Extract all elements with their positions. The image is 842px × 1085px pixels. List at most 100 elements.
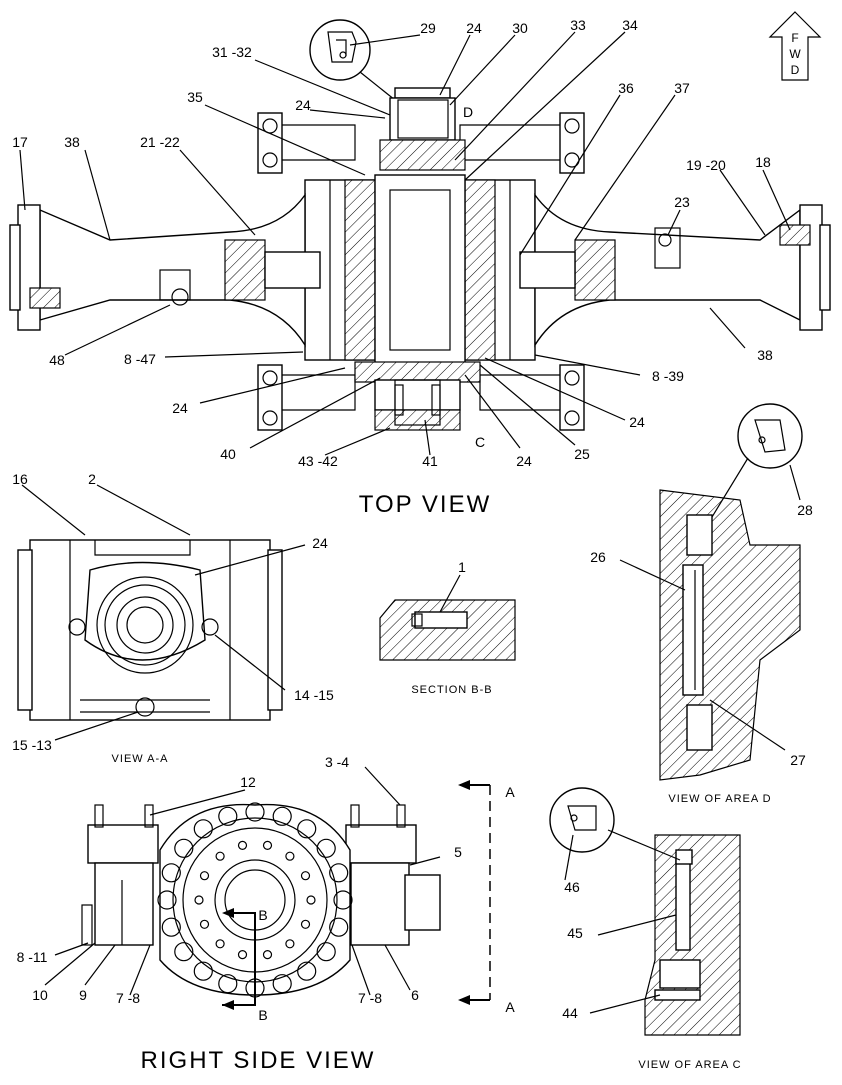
callout-41: 41 xyxy=(422,453,438,469)
callout-12: 12 xyxy=(240,774,256,790)
bolt-hole xyxy=(272,974,292,994)
detail-circle-area-c xyxy=(549,787,615,853)
callout-48: 48 xyxy=(49,352,65,368)
callout-14-15: 14 -15 xyxy=(294,687,334,703)
callout-16: 16 xyxy=(12,471,28,487)
callout-24-top: 24 xyxy=(466,20,482,36)
marker-b-top: B xyxy=(258,907,267,923)
bolt-hole xyxy=(262,949,273,960)
callout-25: 25 xyxy=(574,446,590,462)
callout-15-13: 15 -13 xyxy=(12,737,52,753)
bolt-hole xyxy=(245,802,265,822)
callout-37: 37 xyxy=(674,80,690,96)
bolt-hole xyxy=(316,942,336,962)
callout-38-left: 38 xyxy=(64,134,80,150)
callout-35: 35 xyxy=(187,89,203,105)
callout-24-view-aa: 24 xyxy=(312,535,328,551)
bolt-hole xyxy=(285,939,295,949)
marker-c: C xyxy=(475,434,485,450)
callout-18: 18 xyxy=(755,154,771,170)
bolt-hole xyxy=(285,851,295,861)
callout-19-20: 19 -20 xyxy=(686,157,726,173)
bolt-hole xyxy=(218,974,238,994)
bolt-hole xyxy=(161,863,181,883)
callout-2: 2 xyxy=(88,471,96,487)
marker-d: D xyxy=(463,104,473,120)
bolt-hole xyxy=(215,851,225,861)
callout-3-4: 3 -4 xyxy=(325,754,349,770)
bolt-hole xyxy=(272,806,292,826)
bolt-hole xyxy=(199,919,210,929)
callout-33: 33 xyxy=(570,17,586,33)
bolt-hole xyxy=(237,949,248,960)
bolt-hole xyxy=(316,838,336,858)
bolt-hole xyxy=(215,939,225,949)
callout-24-bottom: 24 xyxy=(516,453,532,469)
callout-24-lower-right: 24 xyxy=(629,414,645,430)
callout-38-right: 38 xyxy=(757,347,773,363)
detail-circle-area-d xyxy=(737,403,803,469)
callout-7-8-left: 7 -8 xyxy=(116,990,140,1006)
bolt-hole xyxy=(218,806,238,826)
bolt-hole xyxy=(199,871,210,881)
view-aa-drawing xyxy=(17,484,306,741)
bolt-hole xyxy=(157,890,177,910)
title-section-bb: SECTION B-B xyxy=(411,684,492,696)
callout-1: 1 xyxy=(458,559,466,575)
callout-8-39: 8 -39 xyxy=(652,368,684,384)
callout-28: 28 xyxy=(797,502,813,518)
fwd-letter-w: W xyxy=(789,47,801,61)
right-side-view-drawing xyxy=(44,766,491,1010)
callout-9: 9 xyxy=(79,987,87,1003)
bolt-ring xyxy=(157,802,353,998)
bolt-hole xyxy=(329,917,349,937)
bolt-hole xyxy=(329,863,349,883)
marker-a-bottom: A xyxy=(505,999,515,1015)
bolt-hole xyxy=(306,895,316,905)
callout-21-22: 21 -22 xyxy=(140,134,180,150)
bolt-hole xyxy=(161,917,181,937)
callout-30: 30 xyxy=(512,20,528,36)
callout-6: 6 xyxy=(411,987,419,1003)
view-area-c-drawing xyxy=(549,787,741,1036)
section-bb-drawing xyxy=(379,574,516,661)
callout-8-47: 8 -47 xyxy=(124,351,156,367)
callout-23: 23 xyxy=(674,194,690,210)
top-view-drawing xyxy=(9,19,831,456)
detail-circle-d xyxy=(309,19,371,81)
callout-29: 29 xyxy=(420,20,436,36)
bolt-hole xyxy=(193,819,213,839)
bolt-hole xyxy=(193,961,213,981)
callout-7-8-right: 7 -8 xyxy=(358,990,382,1006)
callout-40: 40 xyxy=(220,446,236,462)
callout-27: 27 xyxy=(790,752,806,768)
bolt-hole xyxy=(194,895,204,905)
callout-26: 26 xyxy=(590,549,606,565)
marker-a-top: A xyxy=(505,784,515,800)
bolt-hole xyxy=(174,838,194,858)
marker-b-bottom: B xyxy=(258,1007,267,1023)
fwd-arrow-icon: F W D xyxy=(768,11,822,81)
callout-45: 45 xyxy=(567,925,583,941)
bolt-hole xyxy=(237,840,248,851)
callout-46: 46 xyxy=(564,879,580,895)
title-view-area-d: VIEW OF AREA D xyxy=(668,793,771,805)
callout-24-lower-left: 24 xyxy=(172,400,188,416)
callout-17: 17 xyxy=(12,134,28,150)
callout-31-32: 31 -32 xyxy=(212,44,252,60)
callout-8-11: 8 -11 xyxy=(17,949,48,965)
bolt-hole xyxy=(174,942,194,962)
title-view-area-c: VIEW OF AREA C xyxy=(638,1059,741,1071)
bolt-hole xyxy=(262,840,273,851)
fwd-letter-d: D xyxy=(791,63,800,77)
bolt-hole xyxy=(300,919,311,929)
callout-10: 10 xyxy=(32,987,48,1003)
callout-43-42: 43 -42 xyxy=(298,453,338,469)
bolt-hole xyxy=(333,890,353,910)
fwd-letter-f: F xyxy=(791,31,798,45)
callout-34: 34 xyxy=(622,17,638,33)
title-view-aa: VIEW A-A xyxy=(112,753,169,765)
title-right-side-view: RIGHT SIDE VIEW xyxy=(141,1047,376,1074)
callout-24-upper-left: 24 xyxy=(295,97,311,113)
